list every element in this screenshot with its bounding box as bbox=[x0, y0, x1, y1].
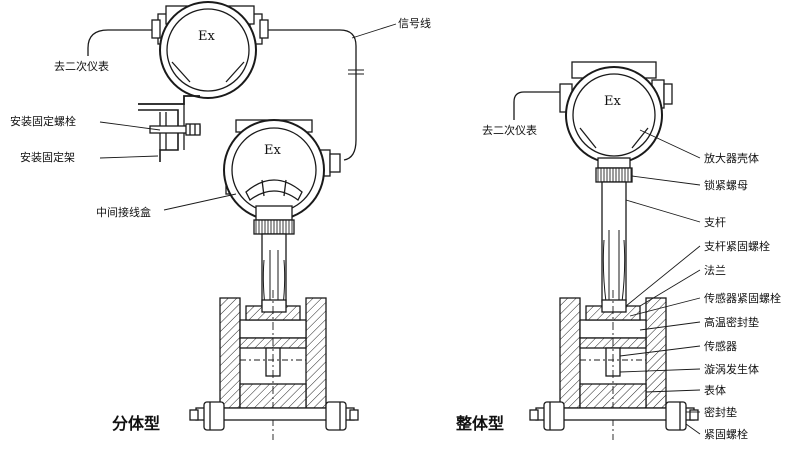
integral-label-vortex-generator: 漩涡发生体 bbox=[704, 363, 759, 376]
integral-label-lock-nut: 锁紧螺母 bbox=[704, 179, 748, 192]
integral-label-support-rod: 支杆 bbox=[704, 216, 726, 229]
split-label-mounting-bolt: 安装固定螺栓 bbox=[10, 115, 76, 128]
mounting-bracket bbox=[138, 95, 201, 162]
integral-label-sensor: 传感器 bbox=[704, 340, 737, 353]
integral-bottom-bolt bbox=[529, 401, 699, 431]
split-label-to-secondary-instrument: 去二次仪表 bbox=[54, 60, 109, 73]
split-label-signal-line: 信号线 bbox=[398, 17, 431, 30]
integral-type-caption: 整体型 bbox=[456, 414, 505, 433]
integral-housing-ex-mark: Ex bbox=[604, 94, 621, 109]
split-label-junction-box: 中间接线盒 bbox=[96, 206, 151, 219]
integral-label-sensor-fastening-bolt: 传感器紧固螺栓 bbox=[704, 292, 781, 305]
split-bottom-bolt bbox=[189, 401, 359, 431]
remote-housing-ex-mark: Ex bbox=[198, 29, 215, 44]
integral-label-high-temp-gasket: 高温密封垫 bbox=[704, 316, 759, 329]
integral-label-flange: 法兰 bbox=[704, 264, 726, 277]
remote-amplifier-housing bbox=[151, 1, 269, 99]
split-type-caption: 分体型 bbox=[112, 414, 161, 433]
integral-label-to-secondary-instrument: 去二次仪表 bbox=[482, 124, 537, 137]
split-label-mounting-bracket: 安装固定架 bbox=[20, 151, 75, 164]
junction-box bbox=[223, 119, 341, 235]
integral-label-meter-body: 表体 bbox=[704, 384, 726, 397]
amplifier-housing bbox=[559, 61, 673, 183]
integral-label-fastening-bolt: 紧固螺栓 bbox=[704, 428, 748, 441]
integral-label-amplifier-housing: 放大器壳体 bbox=[704, 152, 759, 165]
integral-meter-body bbox=[559, 290, 667, 440]
junction-box-ex-mark: Ex bbox=[264, 143, 281, 158]
split-meter-body bbox=[219, 290, 327, 440]
integral-label-rod-fastening-bolt: 支杆紧固螺栓 bbox=[704, 240, 770, 253]
integral-label-seal-gasket: 密封垫 bbox=[704, 406, 737, 419]
